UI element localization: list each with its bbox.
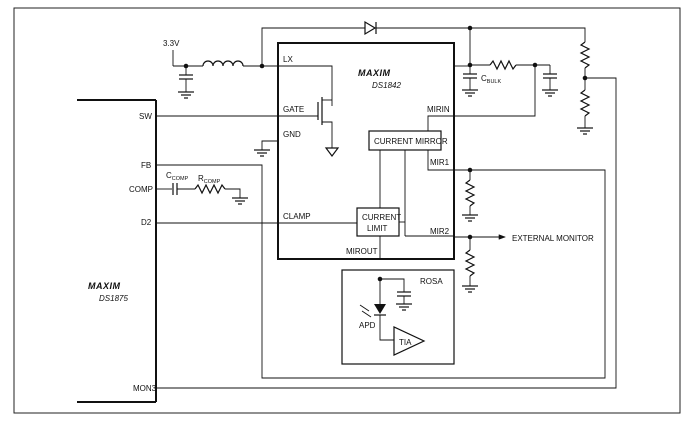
c-comp-label: CCOMP [166, 171, 189, 182]
wire-fb [156, 164, 606, 379]
ds1842-pin-mir1: MIR1 [430, 158, 450, 167]
gnd-pin-ground-symbol [254, 140, 278, 157]
ds1842-pin-gate: GATE [283, 105, 304, 114]
ds1875-part-number: DS1875 [99, 294, 128, 303]
ds1875-pin-fb: FB [141, 161, 151, 170]
rosa-label: ROSA [420, 277, 443, 286]
ds1875-pin-comp: COMP [129, 185, 153, 194]
c-bulk-capacitor-symbol [462, 65, 478, 97]
mir1-resistor-symbol [454, 167, 478, 222]
external-monitor-label: EXTERNAL MONITOR [512, 234, 594, 243]
apd-label: APD [359, 321, 376, 330]
wire-mon3 [156, 220, 617, 389]
figure-frame [13, 7, 681, 414]
ds1842-pin-lx: LX [283, 55, 293, 64]
internal-mosfet-symbol [278, 65, 340, 157]
r-comp-label: RCOMP [198, 174, 221, 185]
ds1875-pin-sw: SW [139, 112, 152, 121]
schottky-diode-symbol [364, 20, 377, 36]
rosa-capacitor-symbol [396, 291, 412, 311]
input-capacitor-symbol [178, 63, 194, 99]
current-mirror-label: CURRENT MIRROR [374, 137, 448, 146]
tia-label: TIA [399, 338, 412, 347]
ds1875-pin-d2: D2 [141, 218, 152, 227]
supply-voltage-label: 3.3V [163, 39, 180, 48]
ds1842-pin-mir2: MIR2 [430, 227, 450, 236]
rosa-block [341, 269, 455, 365]
ds1842-logo: MAXIM [358, 68, 391, 78]
ds1842-pin-mirin: MIRIN [427, 105, 450, 114]
inductor-symbol [202, 60, 244, 67]
feedback-divider-resistors [577, 41, 617, 220]
apd-photodiode-icon [359, 279, 394, 341]
comp-rc-network [156, 183, 248, 205]
output-capacitor-symbol [542, 65, 558, 97]
ds1842-pin-gnd: GND [283, 130, 301, 139]
current-limit-label-2: LIMIT [367, 224, 388, 233]
c-bulk-label: CBULK [481, 74, 501, 85]
ds1875-logo: MAXIM [88, 281, 121, 291]
ds1875-chip-outline [77, 99, 157, 403]
ds1842-pin-mirout: MIROUT [346, 247, 378, 256]
ds1842-chip-outline [277, 42, 455, 260]
ds1875-pin-mon3: MON3 [133, 384, 157, 393]
current-limit-label-1: CURRENT [362, 213, 401, 222]
tia-amplifier-symbol [393, 326, 426, 356]
ds1842-pin-clamp: CLAMP [283, 212, 311, 221]
mir2-resistor-symbol [462, 234, 478, 293]
ds1842-part-number: DS1842 [372, 81, 401, 90]
